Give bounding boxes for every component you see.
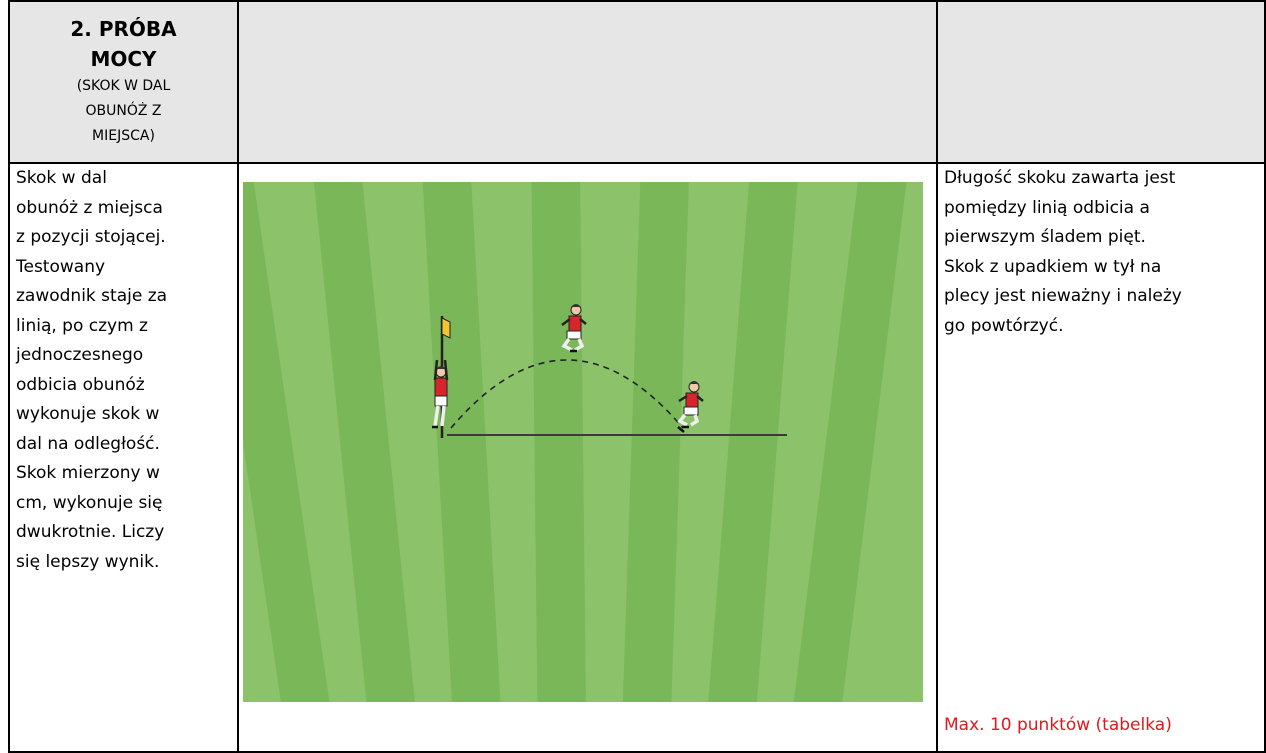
pitch-diagram bbox=[243, 182, 923, 702]
pitch-stripe bbox=[532, 182, 586, 702]
description-line: jednoczesnego bbox=[16, 341, 231, 371]
test-table: 2. PRÓBA MOCY (SKOK W DAL OBUNÓŻ Z MIEJS… bbox=[8, 0, 1266, 753]
notes-line: Skok z upadkiem w tył na bbox=[944, 253, 1258, 283]
description-line: linią, po czym z bbox=[16, 312, 231, 342]
title-line-1: 2. PRÓBA bbox=[10, 14, 237, 44]
subtitle-line-1: (SKOK W DAL bbox=[10, 74, 237, 99]
subtitle-line-3: MIEJSCA) bbox=[10, 124, 237, 149]
max-score-note: Max. 10 punktów (tabelka) bbox=[944, 715, 1172, 735]
notes-cell: Długość skoku zawarta jest pomiędzy lini… bbox=[937, 163, 1265, 752]
description-line: dwukrotnie. Liczy bbox=[16, 518, 231, 548]
description-line: z pozycji stojącej. bbox=[16, 223, 231, 253]
description-line: cm, wykonuje się bbox=[16, 489, 231, 519]
description-line: obunóż z miejsca bbox=[16, 194, 231, 224]
title-line-2: MOCY bbox=[10, 44, 237, 74]
notes-line: Długość skoku zawarta jest bbox=[944, 164, 1258, 194]
notes-line: plecy jest nieważny i należy bbox=[944, 282, 1258, 312]
header-empty-cell-right bbox=[937, 1, 1265, 163]
notes-line: pomiędzy linią odbicia a bbox=[944, 194, 1258, 224]
description-line: się lepszy wynik. bbox=[16, 548, 231, 578]
description-line: odbicia obunóż bbox=[16, 371, 231, 401]
description-line: Testowany bbox=[16, 253, 231, 283]
description-cell: Skok w dal obunóż z miejsca z pozycji st… bbox=[9, 163, 238, 752]
description-line: Skok w dal bbox=[16, 164, 231, 194]
title-cell: 2. PRÓBA MOCY (SKOK W DAL OBUNÓŻ Z MIEJS… bbox=[9, 1, 238, 163]
header-empty-cell-middle bbox=[238, 1, 937, 163]
subtitle-line-2: OBUNÓŻ Z bbox=[10, 99, 237, 124]
description-line: wykonuje skok w bbox=[16, 400, 231, 430]
notes-line: go powtórzyć. bbox=[944, 312, 1258, 342]
description-line: zawodnik staje za bbox=[16, 282, 231, 312]
notes-line: pierwszym śladem pięt. bbox=[944, 223, 1258, 253]
description-line: dal na odległość. bbox=[16, 430, 231, 460]
diagram-cell bbox=[238, 163, 937, 752]
description-line: Skok mierzony w bbox=[16, 459, 231, 489]
